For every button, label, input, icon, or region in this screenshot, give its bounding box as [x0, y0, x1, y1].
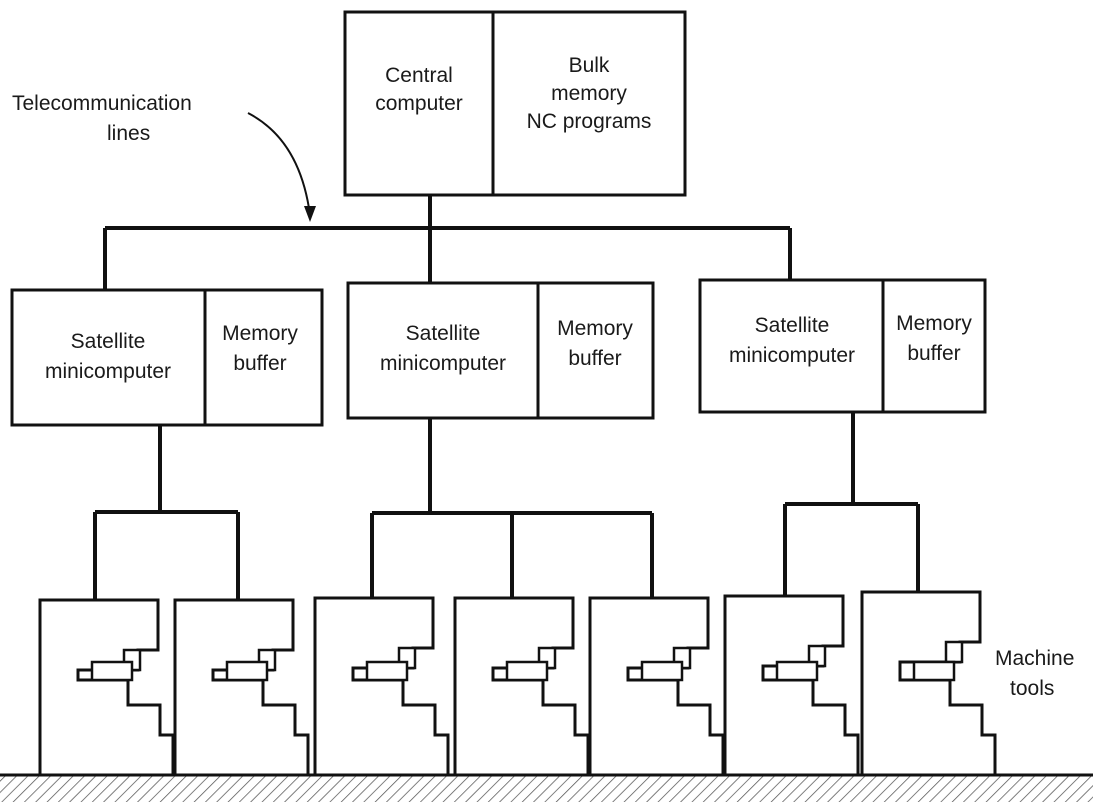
machine-tools-group	[38, 590, 997, 777]
satellite-1-connections	[93, 425, 240, 600]
machine-tool-5	[588, 596, 725, 777]
machine-tool-4	[453, 596, 590, 777]
satellite-box-1	[10, 288, 324, 427]
satellite-3-connections	[783, 412, 920, 596]
central-computer-node: Central computer Bulk memory NC programs	[343, 10, 687, 197]
machine-tool-3	[313, 596, 450, 777]
machine-workpiece-3	[365, 660, 409, 682]
telecom-label-2: lines	[107, 122, 150, 145]
machine-workpiece-6	[775, 660, 819, 682]
machine-workpiece-2	[225, 660, 269, 682]
satellite-label-2b: minicomputer	[380, 352, 506, 375]
bulk-memory-label-2: memory	[551, 82, 627, 105]
memory-buffer-label-2b: buffer	[568, 347, 621, 370]
satellite-label-1a: Satellite	[71, 330, 146, 353]
machine-tool-2	[173, 598, 310, 777]
machine-workpiece-4	[505, 660, 549, 682]
machine-tools-label-2: tools	[1010, 677, 1054, 700]
ground	[0, 773, 1093, 802]
memory-buffer-label-3a: Memory	[896, 312, 972, 335]
telecom-arrow-curve	[247, 112, 311, 216]
machine-tools-label-1: Machine	[995, 647, 1074, 670]
telecom-arrow-head	[304, 206, 316, 222]
satellite-2-connections	[370, 418, 654, 600]
satellite-label-2a: Satellite	[406, 322, 481, 345]
machine-tools-annotation: Machine tools	[995, 647, 1074, 700]
central-computer-label-1: Central	[385, 64, 453, 87]
telecom-label-1: Telecommunication	[12, 92, 192, 115]
bulk-memory-label-1: Bulk	[569, 54, 610, 77]
memory-buffer-label-2a: Memory	[557, 317, 633, 340]
machine-workpiece-7	[912, 660, 956, 682]
satellite-label-1b: minicomputer	[45, 360, 171, 383]
satellite-label-3b: minicomputer	[729, 344, 855, 367]
memory-buffer-label-1a: Memory	[222, 322, 298, 345]
satellite-node-2: Satellite minicomputer Memory buffer	[346, 281, 655, 420]
satellite-box-2	[346, 281, 655, 420]
machine-tool-1	[38, 598, 175, 777]
satellite-label-3a: Satellite	[755, 314, 830, 337]
central-computer-label-2: computer	[375, 92, 463, 115]
memory-buffer-label-1b: buffer	[233, 352, 286, 375]
bulk-memory-label-3: NC programs	[527, 110, 652, 133]
telecom-bus	[103, 195, 792, 290]
machine-spindle-7	[944, 640, 964, 664]
memory-buffer-label-3b: buffer	[907, 342, 960, 365]
satellite-node-3: Satellite minicomputer Memory buffer	[698, 278, 987, 414]
telecom-annotation: Telecommunication lines	[12, 92, 316, 222]
machine-workpiece-1	[90, 660, 134, 682]
central-computer-box	[343, 10, 687, 197]
machine-tool-6	[723, 594, 860, 777]
machine-tool-7	[860, 590, 997, 777]
machine-workpiece-5	[640, 660, 684, 682]
satellite-box-3	[698, 278, 987, 414]
satellite-node-1: Satellite minicomputer Memory buffer	[10, 288, 324, 427]
